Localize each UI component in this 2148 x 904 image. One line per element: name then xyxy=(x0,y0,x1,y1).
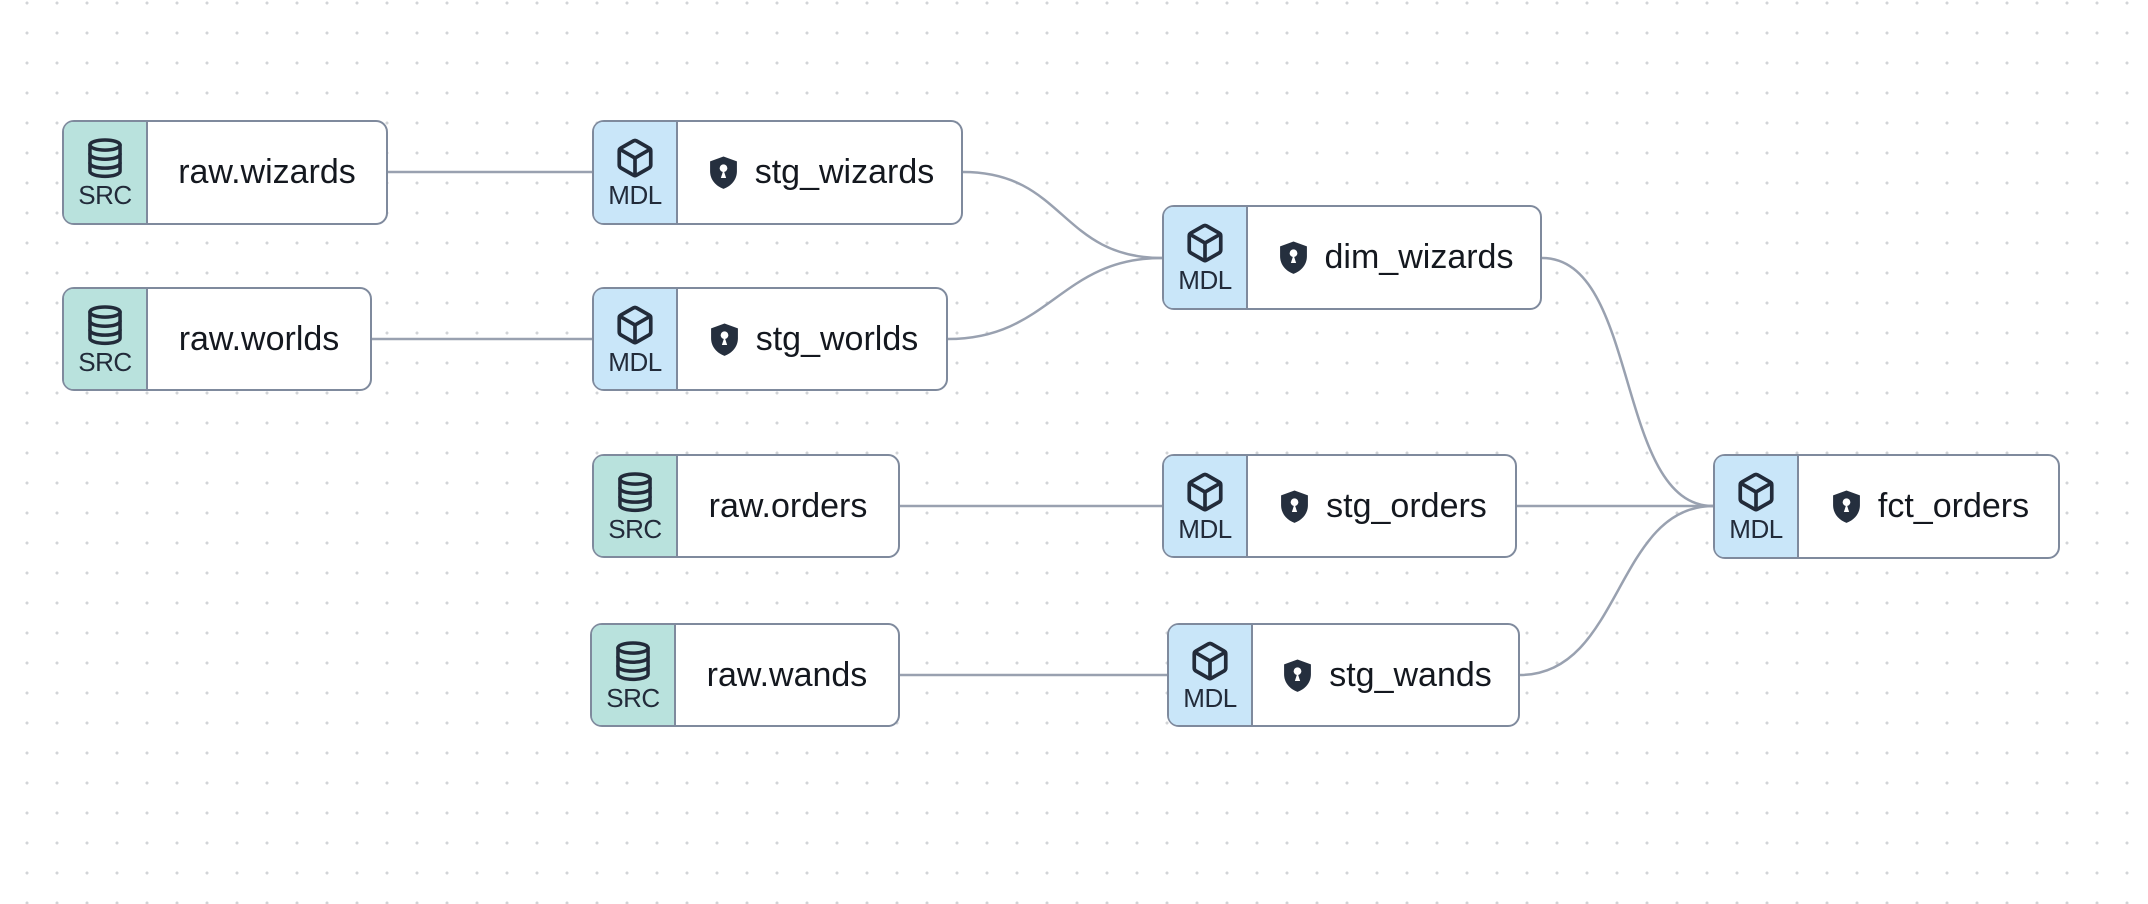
model-type-badge: MDL xyxy=(1164,207,1248,308)
node-fct-orders[interactable]: MDL fct_orders xyxy=(1713,454,2060,559)
node-type-label: MDL xyxy=(608,180,662,210)
node-label: raw.wands xyxy=(706,655,868,694)
cube-icon xyxy=(1184,471,1226,513)
model-type-badge: MDL xyxy=(1164,456,1248,556)
cube-icon xyxy=(1735,471,1777,513)
node-type-label: MDL xyxy=(1183,682,1237,713)
database-icon xyxy=(84,304,126,346)
node-type-label: SRC xyxy=(608,513,662,544)
node-type-label: MDL xyxy=(1178,265,1232,295)
model-type-badge: MDL xyxy=(594,122,678,223)
node-label: stg_worlds xyxy=(755,319,919,358)
node-label: stg_wizards xyxy=(754,153,935,191)
source-type-badge: SRC xyxy=(64,289,148,389)
source-type-badge: SRC xyxy=(592,625,676,725)
edge-stg-wizards-to-dim-wizards xyxy=(961,170,1164,260)
model-type-badge: MDL xyxy=(594,289,678,389)
shield-lock-icon xyxy=(705,154,742,191)
source-type-badge: SRC xyxy=(594,456,678,556)
node-raw-orders[interactable]: SRC raw.orders xyxy=(592,454,900,558)
node-raw-wands[interactable]: SRC raw.wands xyxy=(590,623,900,727)
database-icon xyxy=(614,471,656,513)
node-type-label: SRC xyxy=(78,346,132,377)
node-label: dim_wizards xyxy=(1324,238,1514,276)
cube-icon xyxy=(1184,222,1226,264)
shield-lock-icon xyxy=(1279,657,1316,694)
node-label: raw.wizards xyxy=(178,153,356,191)
cube-icon xyxy=(614,304,656,346)
source-type-badge: SRC xyxy=(64,122,148,223)
node-label: raw.worlds xyxy=(178,319,340,358)
node-stg-orders[interactable]: MDL stg_orders xyxy=(1162,454,1517,558)
shield-lock-icon xyxy=(706,321,743,358)
node-raw-wizards[interactable]: SRC raw.wizards xyxy=(62,120,388,225)
node-stg-wands[interactable]: MDL stg_wands xyxy=(1167,623,1520,727)
node-label: stg_wands xyxy=(1329,655,1492,694)
node-stg-worlds[interactable]: MDL stg_worlds xyxy=(592,287,948,391)
node-type-label: SRC xyxy=(606,682,660,713)
database-icon xyxy=(612,640,654,682)
node-raw-worlds[interactable]: SRC raw.worlds xyxy=(62,287,372,391)
shield-lock-icon xyxy=(1276,488,1313,525)
edge-stg-worlds-to-dim-wizards xyxy=(946,256,1164,341)
model-type-badge: MDL xyxy=(1169,625,1253,725)
cube-icon xyxy=(614,137,656,179)
node-dim-wizards[interactable]: MDL dim_wizards xyxy=(1162,205,1542,310)
node-stg-wizards[interactable]: MDL stg_wizards xyxy=(592,120,963,225)
shield-lock-icon xyxy=(1828,488,1865,525)
node-label: stg_orders xyxy=(1326,486,1487,525)
cube-icon xyxy=(1189,640,1231,682)
edge-dim-wizards-to-fct-orders xyxy=(1540,256,1715,508)
node-type-label: MDL xyxy=(608,346,662,377)
node-type-label: MDL xyxy=(1178,513,1232,544)
shield-lock-icon xyxy=(1275,239,1312,276)
node-type-label: SRC xyxy=(78,180,132,210)
model-type-badge: MDL xyxy=(1715,456,1799,557)
database-icon xyxy=(84,137,126,179)
node-label: fct_orders xyxy=(1877,487,2030,525)
edge-stg-wands-to-fct-orders xyxy=(1518,504,1715,677)
node-label: raw.orders xyxy=(708,486,868,525)
node-type-label: MDL xyxy=(1729,514,1783,544)
